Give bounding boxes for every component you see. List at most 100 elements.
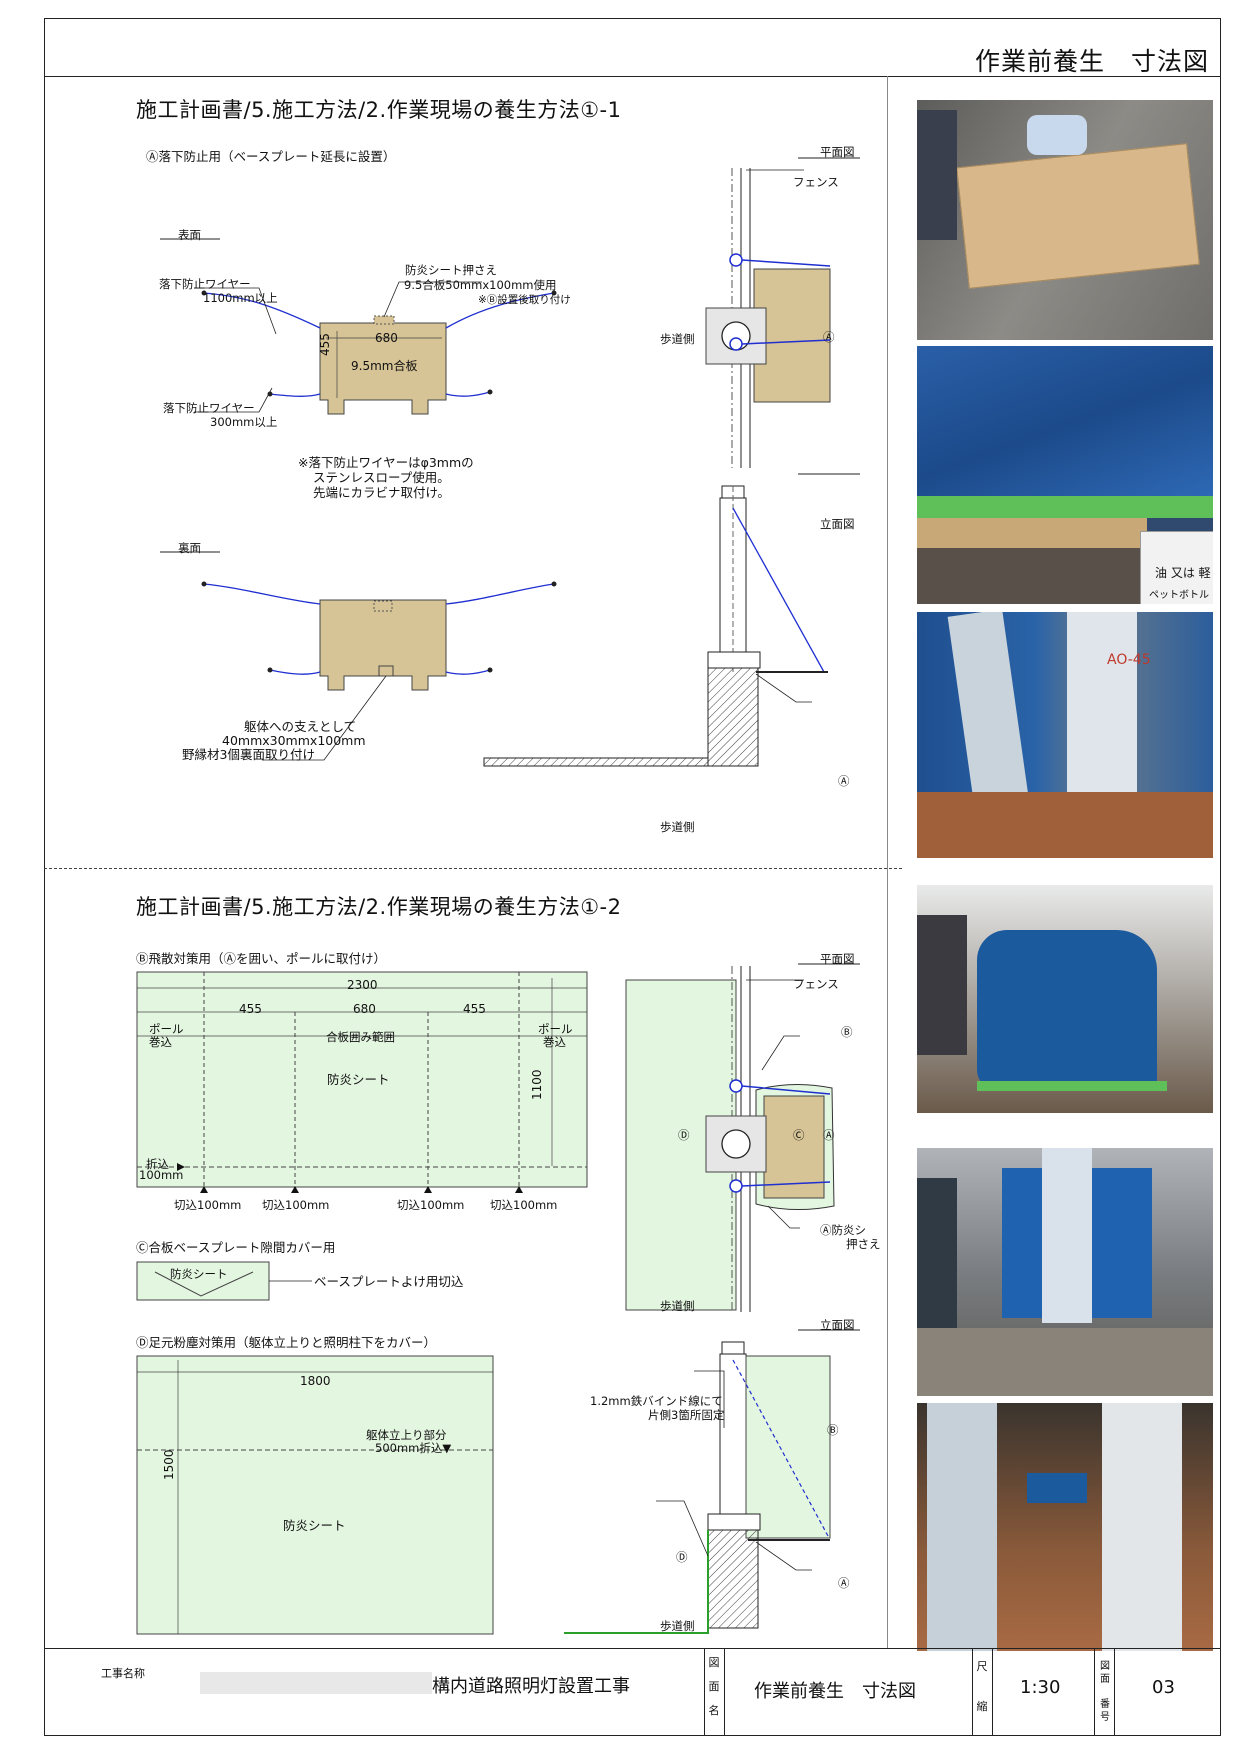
plan-a-mark: Ⓐ [823, 330, 835, 344]
support-note-3: 野縁材3個裏面取り付け [182, 747, 315, 762]
b-left-dim: 455 [239, 1002, 262, 1016]
photo-sign-text-2: ペットボトル [1149, 590, 1209, 601]
support-leader [262, 675, 387, 761]
front-plywood-board [319, 322, 447, 415]
plan-board-a [753, 268, 831, 403]
plan2-b-mark: Ⓑ [841, 1025, 853, 1039]
back-batten-top [373, 600, 393, 612]
elev-a-mark: Ⓐ [838, 774, 850, 788]
wire-note-2: ステンレスロープ使用。 [313, 470, 450, 485]
photo-column-divider [887, 76, 888, 1648]
pole-wrap-left-2: 巻込 [149, 1035, 172, 1049]
wire-short-leader [194, 387, 273, 413]
project-label: 工事名称 [101, 1667, 145, 1680]
elev2-sheet-b [745, 1355, 831, 1539]
a-press-label-2: 押さえ [846, 1237, 881, 1251]
photo-sign-text-1: 油 又は 軽 [1155, 566, 1211, 580]
front-wire-short-right [445, 391, 491, 397]
d-sheet-label: 防炎シート [283, 1518, 346, 1533]
back-carabiner [551, 581, 557, 587]
section1-title: 施工計画書/5.施工方法/2.作業現場の養生方法①-1 [136, 98, 622, 122]
elev2-label: 立面図 [820, 1318, 855, 1332]
title-block-divider [972, 1648, 973, 1736]
plan2-c-mark: Ⓒ [793, 1128, 805, 1142]
elev-base-plate [707, 651, 761, 669]
front-carabiner [267, 391, 273, 397]
c-cut-label: ベースプレートよけ用切込 [314, 1274, 464, 1289]
back-wire-short-left [269, 669, 321, 675]
press-leader [383, 281, 482, 318]
photo-pole-base: AO-45 [917, 612, 1213, 858]
wire-long-leader [194, 287, 277, 335]
fold-arrow [177, 1163, 185, 1171]
plan2-pole [721, 1129, 751, 1159]
scale-value: 1:30 [1020, 1677, 1061, 1698]
cut-label-2: 切込100mm [262, 1198, 330, 1212]
plan2-label: 平面図 [820, 952, 855, 966]
plan2-wire-anchor [729, 1079, 743, 1093]
bind-leader [694, 1370, 725, 1428]
elev-foundation [707, 667, 759, 767]
plan-sidewalk-label: 歩道側 [660, 332, 695, 346]
back-carabiner [267, 667, 273, 673]
section1-drawing [160, 157, 860, 767]
drawing-name: 作業前養生 寸法図 [754, 1681, 916, 1702]
front-height-dim: 455 [318, 333, 332, 356]
wire-short-label-1: 落下防止ワイヤー [163, 401, 255, 415]
photo-plywood-board [917, 100, 1213, 340]
elev2-b-mark: Ⓑ [827, 1423, 839, 1437]
title-block-divider [1094, 1648, 1095, 1736]
section2-drawing [136, 963, 860, 1635]
project-name: 構内道路照明灯設置工事 [432, 1676, 630, 1697]
plan2-wire [741, 1181, 831, 1187]
plan2-board-a [763, 1095, 825, 1199]
sheet-b [136, 971, 588, 1188]
c-sheet-label: 防炎シート [170, 1267, 228, 1281]
number-label-1: 図面 [1100, 1661, 1110, 1685]
d-leader [656, 1500, 709, 1557]
front-wire-long-left [203, 292, 321, 329]
press-label-3: ※Ⓑ設置後取り付け [478, 294, 571, 306]
elev2-sidewalk-label: 歩道側 [660, 1619, 695, 1633]
b-mid-dim: 680 [353, 1002, 376, 1016]
back-wire-long-right [445, 583, 555, 605]
elev-a-leader [755, 673, 812, 703]
front-width-dim: 680 [375, 331, 398, 345]
item-a-caption: Ⓐ落下防止用（ベースプレート延長に設置） [146, 149, 396, 164]
d-rise-label-1: 躯体立上り部分 [366, 1428, 447, 1442]
cut-label-1: 切込100mm [174, 1198, 242, 1212]
pole-wrap-right-1: ポール [538, 1022, 573, 1036]
wire-note-3: 先端にカラビナ取付け。 [313, 485, 450, 500]
cut-marker [291, 1186, 299, 1193]
plywood-range-label: 合板囲み範囲 [326, 1030, 395, 1044]
pole-wrap-left-1: ポール [149, 1022, 184, 1036]
back-carabiner [201, 581, 207, 587]
photo-pole-mark: AO-45 [1107, 652, 1151, 668]
project-name-redaction [200, 1672, 432, 1694]
photo-base-closeup [917, 1403, 1213, 1651]
drawing-name-label-1: 図 [708, 1656, 720, 1669]
press-label-1: 防炎シート押さえ [405, 263, 497, 277]
fold-label-1: 折込 [146, 1157, 169, 1171]
front-carabiner [201, 290, 207, 296]
number-label-2: 番号 [1100, 1699, 1110, 1723]
a-press-label-1: Ⓐ防炎シ [820, 1223, 866, 1237]
photo-worker-tarp [917, 885, 1213, 1113]
elev2-base-plate [707, 1513, 761, 1531]
plan2-wire [741, 1085, 831, 1095]
cut-label-4: 切込100mm [490, 1198, 558, 1212]
front-press-strip [373, 315, 395, 325]
drawing-frame [44, 18, 1221, 1736]
plan-label: 平面図 [820, 145, 855, 159]
back-plywood-board [319, 599, 447, 691]
b-right-dim: 455 [463, 1002, 486, 1016]
elev2-a-mark: Ⓐ [838, 1576, 850, 1590]
front-wire-short-left [269, 393, 321, 397]
elev-sidewalk-label: 歩道側 [660, 820, 695, 834]
photo-pole-wrapped [917, 1148, 1213, 1396]
elev-ground [483, 757, 709, 767]
plan-wire [741, 259, 831, 267]
scale-label-2: 縮 [976, 1700, 988, 1713]
item-c-caption: Ⓒ合板ベースプレート隙間カバー用 [136, 1240, 336, 1255]
elev2-d-mark: Ⓓ [676, 1550, 688, 1564]
